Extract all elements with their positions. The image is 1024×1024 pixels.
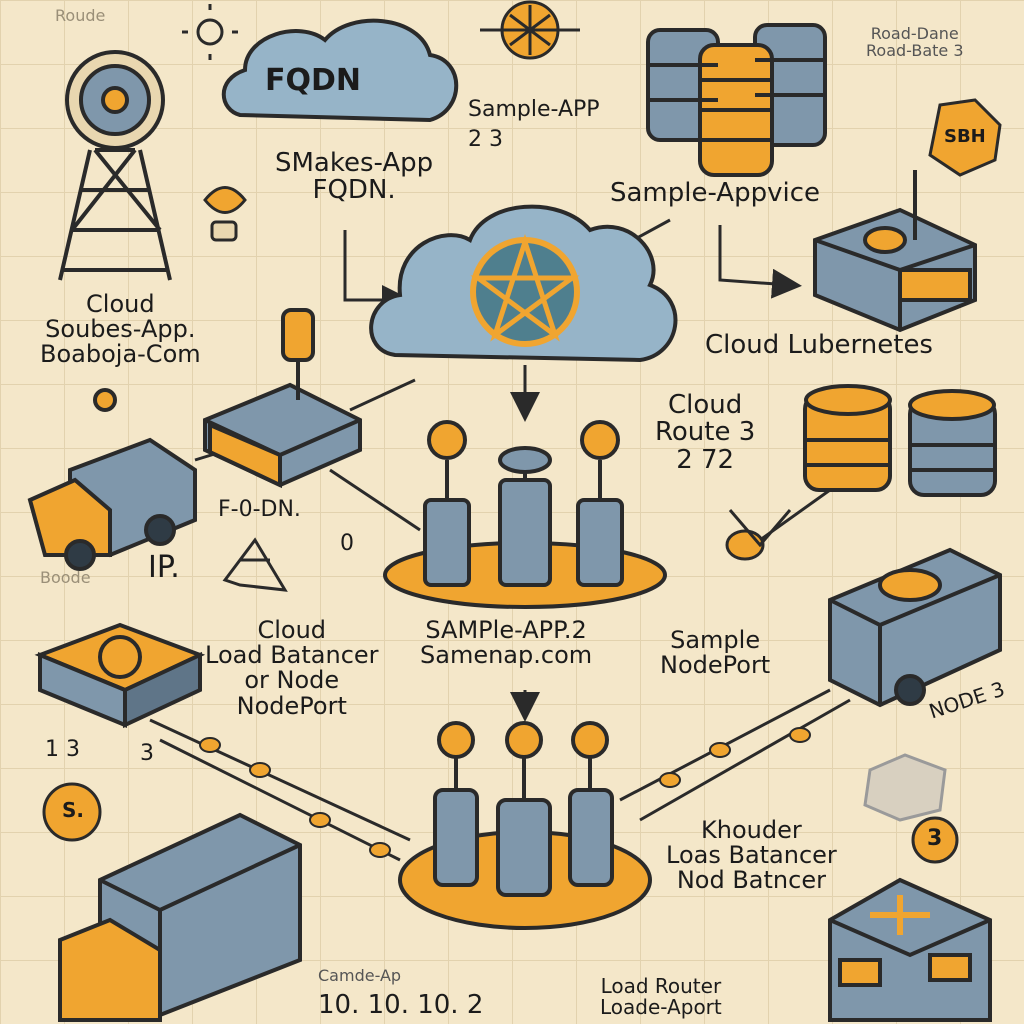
ip-label: IP. [148, 550, 180, 585]
sbh-badge-shape [928, 98, 1002, 177]
radio-tower-icon [58, 50, 172, 281]
bird-icon [725, 509, 792, 561]
bottom-load-label: Load Router Loade-Aport [600, 974, 722, 1019]
sample-app-2-label: Sample-APP 2 3 [468, 97, 600, 152]
sample-nodeport-label: Sample NodePort [660, 626, 771, 680]
fqdn-cloud-shape [221, 18, 459, 123]
orange-router-box [34, 622, 206, 729]
cloud-soubes-label: Cloud Soubes-App. Boaboja-Com [40, 290, 201, 369]
container-truck-icon [828, 547, 1002, 708]
cloud-lubernetes-label: Cloud Lubernetes [705, 330, 933, 360]
load-balancer-switch-icon [203, 308, 362, 489]
smakes-fqdn-label: SMakes-App FQDN. [275, 148, 434, 206]
central-node-platform [383, 420, 667, 609]
num-3-label: 3 [140, 741, 154, 766]
o-mark-label: 0 [340, 531, 354, 556]
globe-satellite-icon [480, 0, 580, 60]
server-stack-icon [828, 877, 992, 1022]
circle-3-badge-shape [911, 816, 959, 864]
top-left-faint-label: Roude [55, 6, 106, 25]
gear-icon [863, 753, 947, 822]
sample-app-center-label: SAMPle-APP.2 Samenap.com [420, 616, 593, 670]
sample-appvice-label: Sample-Appvice [610, 178, 820, 208]
connector-nodes [199, 727, 811, 858]
network-star-icon [470, 233, 580, 347]
delivery-truck-icon [27, 388, 197, 571]
khouder-label: Khouder Loas Batancer Nod Batncer [666, 816, 837, 895]
circle-3-label: 3 [927, 826, 943, 851]
sun-icon [182, 4, 238, 60]
num-1-3-label: 1 3 [45, 737, 80, 762]
sbh-badge-label: SBH [944, 126, 986, 147]
bottom-node-platform [398, 721, 652, 930]
database-cluster-icon [646, 23, 827, 177]
bottom-ip-label: 10. 10. 10. 2 [318, 990, 484, 1020]
cargo-truck-icon [58, 812, 302, 1022]
valve-icon [203, 186, 247, 242]
router-device-icon [813, 170, 977, 333]
knot-icon [222, 537, 288, 592]
left-faint-label: Boode [40, 568, 91, 587]
s-badge-shape [42, 782, 102, 842]
fqdn-cloud-label: FQDN [265, 63, 362, 98]
cloud-load-balancer-label: Cloud Load Batancer or Node NodePort [205, 616, 379, 720]
f-odn-label: F-0-DN. [218, 497, 301, 522]
cloud-route-label: Cloud Route 3 2 72 [655, 390, 756, 475]
right-database-icons [803, 384, 997, 497]
s-badge-label: S. [62, 798, 85, 822]
bottom-faint-ip-label: Camde-Ap [318, 966, 402, 985]
top-right-faint-label: Road-Dane Road-Bate 3 [866, 24, 964, 60]
